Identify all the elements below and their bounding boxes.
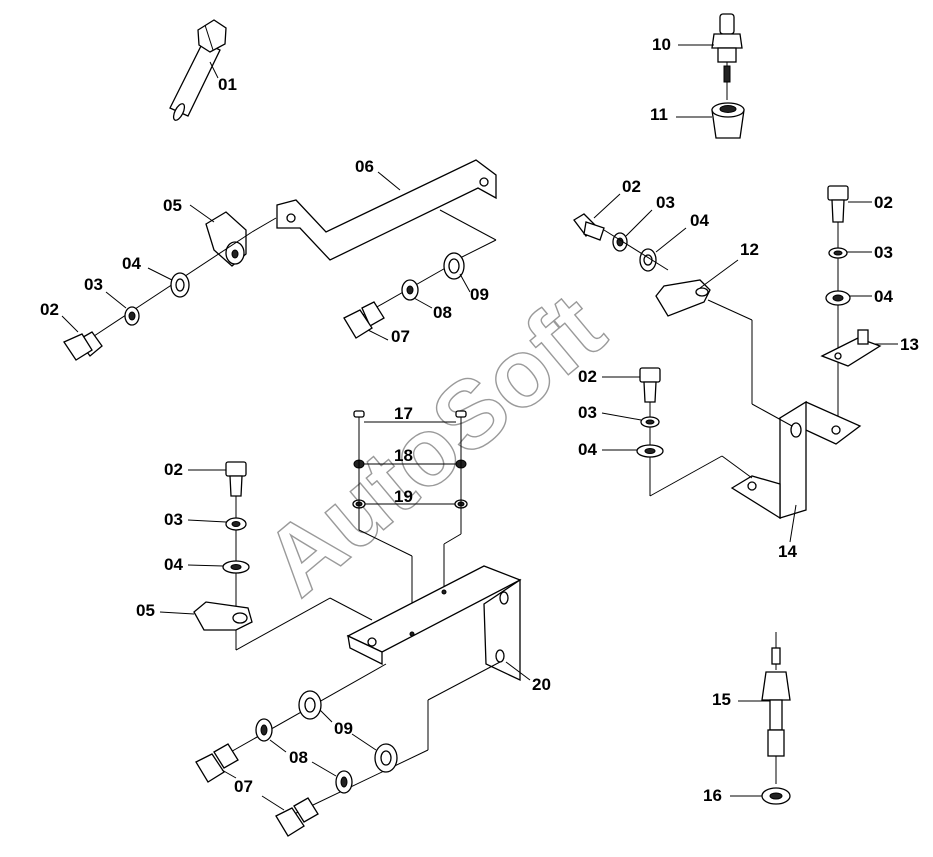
part-03-springwasher-mid-right	[640, 416, 660, 428]
leader-07b	[221, 769, 237, 779]
leader-08b	[269, 739, 287, 753]
part-17-screws	[353, 410, 467, 428]
part-07-bolt-lower-b	[275, 797, 319, 837]
leader-04e	[187, 564, 224, 567]
label-16: 16	[703, 786, 722, 805]
part-09-washer-lower-b	[374, 743, 398, 773]
leader-02a	[61, 315, 79, 333]
label-03b: 03	[656, 193, 675, 212]
leader-03b	[625, 209, 653, 237]
label-19: 19	[394, 487, 413, 506]
label-02c: 02	[874, 193, 893, 212]
part-08-springwasher-upper	[401, 279, 419, 301]
part-12-clamp	[655, 279, 711, 317]
label-03d: 03	[578, 403, 597, 422]
label-03a: 03	[84, 275, 103, 294]
part-02-bolt-upper	[63, 331, 103, 361]
watermark: AutoSoft	[245, 274, 624, 616]
leader-08a	[413, 297, 433, 309]
label-04a: 04	[122, 254, 141, 273]
part-02-bolt-mid-right	[639, 367, 661, 403]
label-04d: 04	[578, 440, 597, 459]
part-09-washer-lower-a	[298, 690, 322, 720]
part-05-clamp-lower	[193, 601, 253, 631]
leader-05b	[159, 611, 195, 615]
part-02-bolt-left-lower	[225, 461, 247, 497]
leader-05a	[189, 204, 215, 223]
leader-04b	[655, 227, 687, 253]
leader-02b	[593, 193, 621, 219]
part-04-washer-far-right	[825, 290, 851, 306]
part-14-bracket	[730, 400, 862, 520]
part-03-springwasher-right-upper	[612, 232, 628, 252]
label-01: 01	[218, 75, 237, 94]
part-20-bracket	[346, 565, 522, 682]
part-04-washer-mid-right	[636, 444, 664, 458]
part-11-adapter	[711, 102, 745, 139]
part-10-sensor	[711, 13, 743, 100]
part-07-bolt-upper	[343, 301, 385, 339]
label-02a: 02	[40, 300, 59, 319]
part-16-washer	[761, 787, 791, 805]
part-13-plate	[820, 329, 882, 367]
label-04c: 04	[874, 287, 893, 306]
part-03-springwasher-far-right	[828, 247, 848, 259]
label-08a: 08	[433, 303, 452, 322]
part-15-sensor	[761, 632, 791, 784]
label-07a: 07	[391, 327, 410, 346]
label-08b: 08	[289, 748, 308, 767]
part-02-bolt-right-upper	[573, 213, 605, 241]
label-03e: 03	[164, 510, 183, 529]
leader-12	[699, 259, 739, 289]
label-13: 13	[900, 335, 919, 354]
part-05-clamp-upper	[205, 211, 247, 267]
leader-09b	[319, 709, 333, 723]
part-08-springwasher-lower-b	[335, 770, 353, 794]
leader-09a	[459, 273, 471, 293]
part-09-washer-upper	[443, 252, 465, 280]
part-01-sleeve	[169, 19, 227, 121]
leader-06	[377, 171, 401, 191]
leader-03d	[601, 412, 642, 421]
label-18: 18	[394, 446, 413, 465]
label-12: 12	[740, 240, 759, 259]
label-04b: 04	[690, 211, 709, 230]
label-02e: 02	[164, 460, 183, 479]
label-15: 15	[712, 690, 731, 709]
part-03-springwasher-upper	[124, 306, 140, 326]
label-06: 06	[355, 157, 374, 176]
leader-04a	[147, 267, 173, 281]
label-09b: 09	[334, 719, 353, 738]
leader-03a	[105, 291, 127, 309]
label-02d: 02	[578, 367, 597, 386]
part-06-bracket	[251, 159, 497, 261]
part-08-springwasher-lower-a	[255, 718, 273, 742]
label-11: 11	[650, 105, 668, 124]
label-05b: 05	[136, 601, 155, 620]
label-14: 14	[778, 542, 797, 561]
label-20: 20	[532, 675, 551, 694]
leader-07a	[367, 329, 389, 341]
leader-14	[789, 504, 797, 543]
part-03-springwasher-left-lower	[225, 517, 247, 531]
label-07b: 07	[234, 777, 253, 796]
part-04-washer-upper	[170, 272, 190, 298]
leader-20	[505, 661, 531, 681]
leader-03e	[187, 519, 227, 523]
part-02-bolt-far-right	[827, 185, 849, 223]
label-10: 10	[652, 35, 671, 54]
part-04-washer-left-lower	[222, 560, 250, 574]
label-09a: 09	[470, 285, 489, 304]
label-04e: 04	[164, 555, 183, 574]
label-05a: 05	[163, 196, 182, 215]
part-04-washer-right-upper	[639, 248, 657, 272]
label-02b: 02	[622, 177, 641, 196]
label-03c: 03	[874, 243, 893, 262]
part-07-bolt-lower-a	[195, 743, 239, 783]
label-17: 17	[394, 404, 413, 423]
